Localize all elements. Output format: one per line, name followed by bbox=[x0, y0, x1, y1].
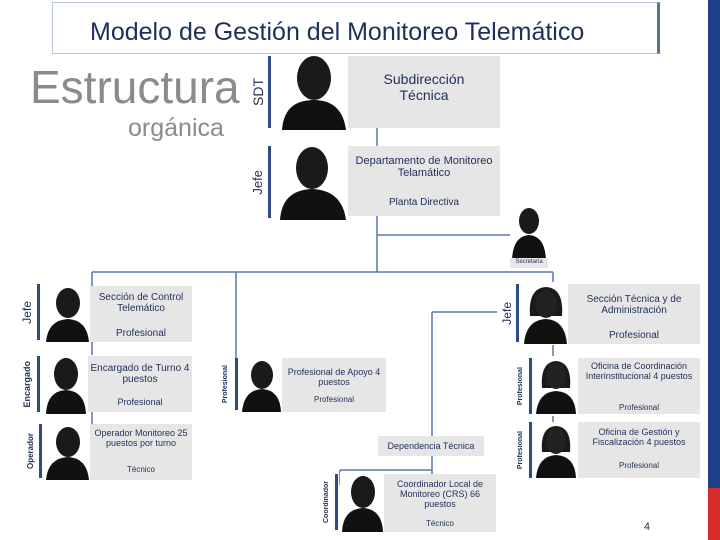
control-jefe-tag: Jefe bbox=[16, 284, 40, 340]
operador-sub: Técnico bbox=[126, 465, 155, 474]
secretaria-label: Secretaria bbox=[515, 259, 543, 265]
coordinacion-card: Oficina de Coordinación Interinstitucion… bbox=[578, 358, 700, 414]
flag-strip bbox=[700, 0, 720, 540]
title-box bbox=[52, 2, 660, 54]
operador-title: Operador Monitoreo 25 puestos por turno bbox=[94, 428, 188, 449]
sdt-person-icon bbox=[276, 54, 348, 130]
coordinador-card: Coordinador Local de Monitoreo (CRS) 66 … bbox=[384, 474, 496, 532]
gestion-card: Oficina de Gestión y Fiscalización 4 pue… bbox=[578, 422, 700, 478]
control-title: Sección de Control Telemático bbox=[98, 292, 184, 315]
apoyo-sub: Profesional bbox=[313, 395, 355, 404]
dependencia-label: Dependencia Técnica bbox=[387, 441, 475, 451]
encargado-sub: Profesional bbox=[117, 397, 163, 407]
gestion-tag: Profesional bbox=[512, 422, 532, 478]
coordinador-tag: Coordinador bbox=[318, 474, 338, 530]
apoyo-tag: Profesional bbox=[216, 358, 238, 410]
page-title: Modelo de Gestión del Monitoreo Telemáti… bbox=[90, 18, 585, 46]
control-person-icon bbox=[44, 284, 90, 342]
encargado-title: Encargado de Turno 4 puestos bbox=[90, 363, 190, 386]
coordinador-title: Coordinador Local de Monitoreo (CRS) 66 … bbox=[396, 479, 484, 510]
tecnica-sub: Profesional bbox=[608, 330, 660, 341]
encargado-person-icon bbox=[44, 354, 88, 414]
coordinador-person-icon bbox=[340, 472, 384, 532]
tecnica-card: Sección Técnica y de Administración Prof… bbox=[568, 284, 700, 344]
sdt-card: Subdirección Técnica bbox=[348, 56, 500, 128]
jefe-depto-title: Departamento de Monitoreo Telamático bbox=[355, 155, 493, 180]
operador-card: Operador Monitoreo 25 puestos por turno … bbox=[90, 424, 192, 480]
coordinacion-title: Oficina de Coordinación Interinstitucion… bbox=[585, 361, 693, 382]
coordinacion-sub: Profesional bbox=[618, 403, 660, 412]
tecnica-title: Sección Técnica y de Administración bbox=[586, 294, 682, 317]
encargado-card: Encargado de Turno 4 puestos Profesional bbox=[88, 356, 192, 412]
secretaria-person-icon bbox=[510, 204, 548, 260]
control-card: Sección de Control Telemático Profesiona… bbox=[90, 286, 192, 342]
coordinador-sub: Técnico bbox=[425, 519, 454, 528]
gestion-person-icon bbox=[534, 422, 578, 478]
page-number: 4 bbox=[643, 521, 650, 533]
gestion-title: Oficina de Gestión y Fiscalización 4 pue… bbox=[592, 427, 686, 448]
apoyo-card: Profesional de Apoyo 4 puestos Profesion… bbox=[282, 358, 386, 412]
jefe-depto-card: Departamento de Monitoreo Telamático Pla… bbox=[348, 146, 500, 216]
coordinacion-person-icon bbox=[534, 356, 578, 414]
tecnica-jefe-tag: Jefe bbox=[497, 284, 519, 342]
coordinacion-tag: Profesional bbox=[512, 358, 532, 414]
encargado-tag: Encargado bbox=[16, 356, 40, 412]
sdt-title: Subdirección Técnica bbox=[383, 71, 465, 103]
organica-heading: orgánica bbox=[128, 114, 224, 142]
jefe-depto-tag: Jefe bbox=[247, 146, 271, 218]
dependencia-card: Dependencia Técnica bbox=[378, 436, 484, 456]
operador-person-icon bbox=[44, 424, 90, 480]
jefe-depto-sub: Planta Directiva bbox=[388, 197, 460, 208]
secretaria-card: Secretaria bbox=[510, 258, 548, 268]
gestion-sub: Profesional bbox=[618, 461, 660, 470]
estructura-heading: Estructura bbox=[30, 61, 240, 113]
apoyo-title: Profesional de Apoyo 4 puestos bbox=[287, 367, 381, 388]
operador-tag: Operador bbox=[22, 424, 42, 478]
apoyo-person-icon bbox=[240, 356, 282, 412]
jefe-depto-person-icon bbox=[276, 144, 348, 220]
sdt-tag: SDT bbox=[247, 56, 271, 128]
control-sub: Profesional bbox=[115, 328, 167, 339]
tecnica-person-icon bbox=[522, 282, 568, 344]
